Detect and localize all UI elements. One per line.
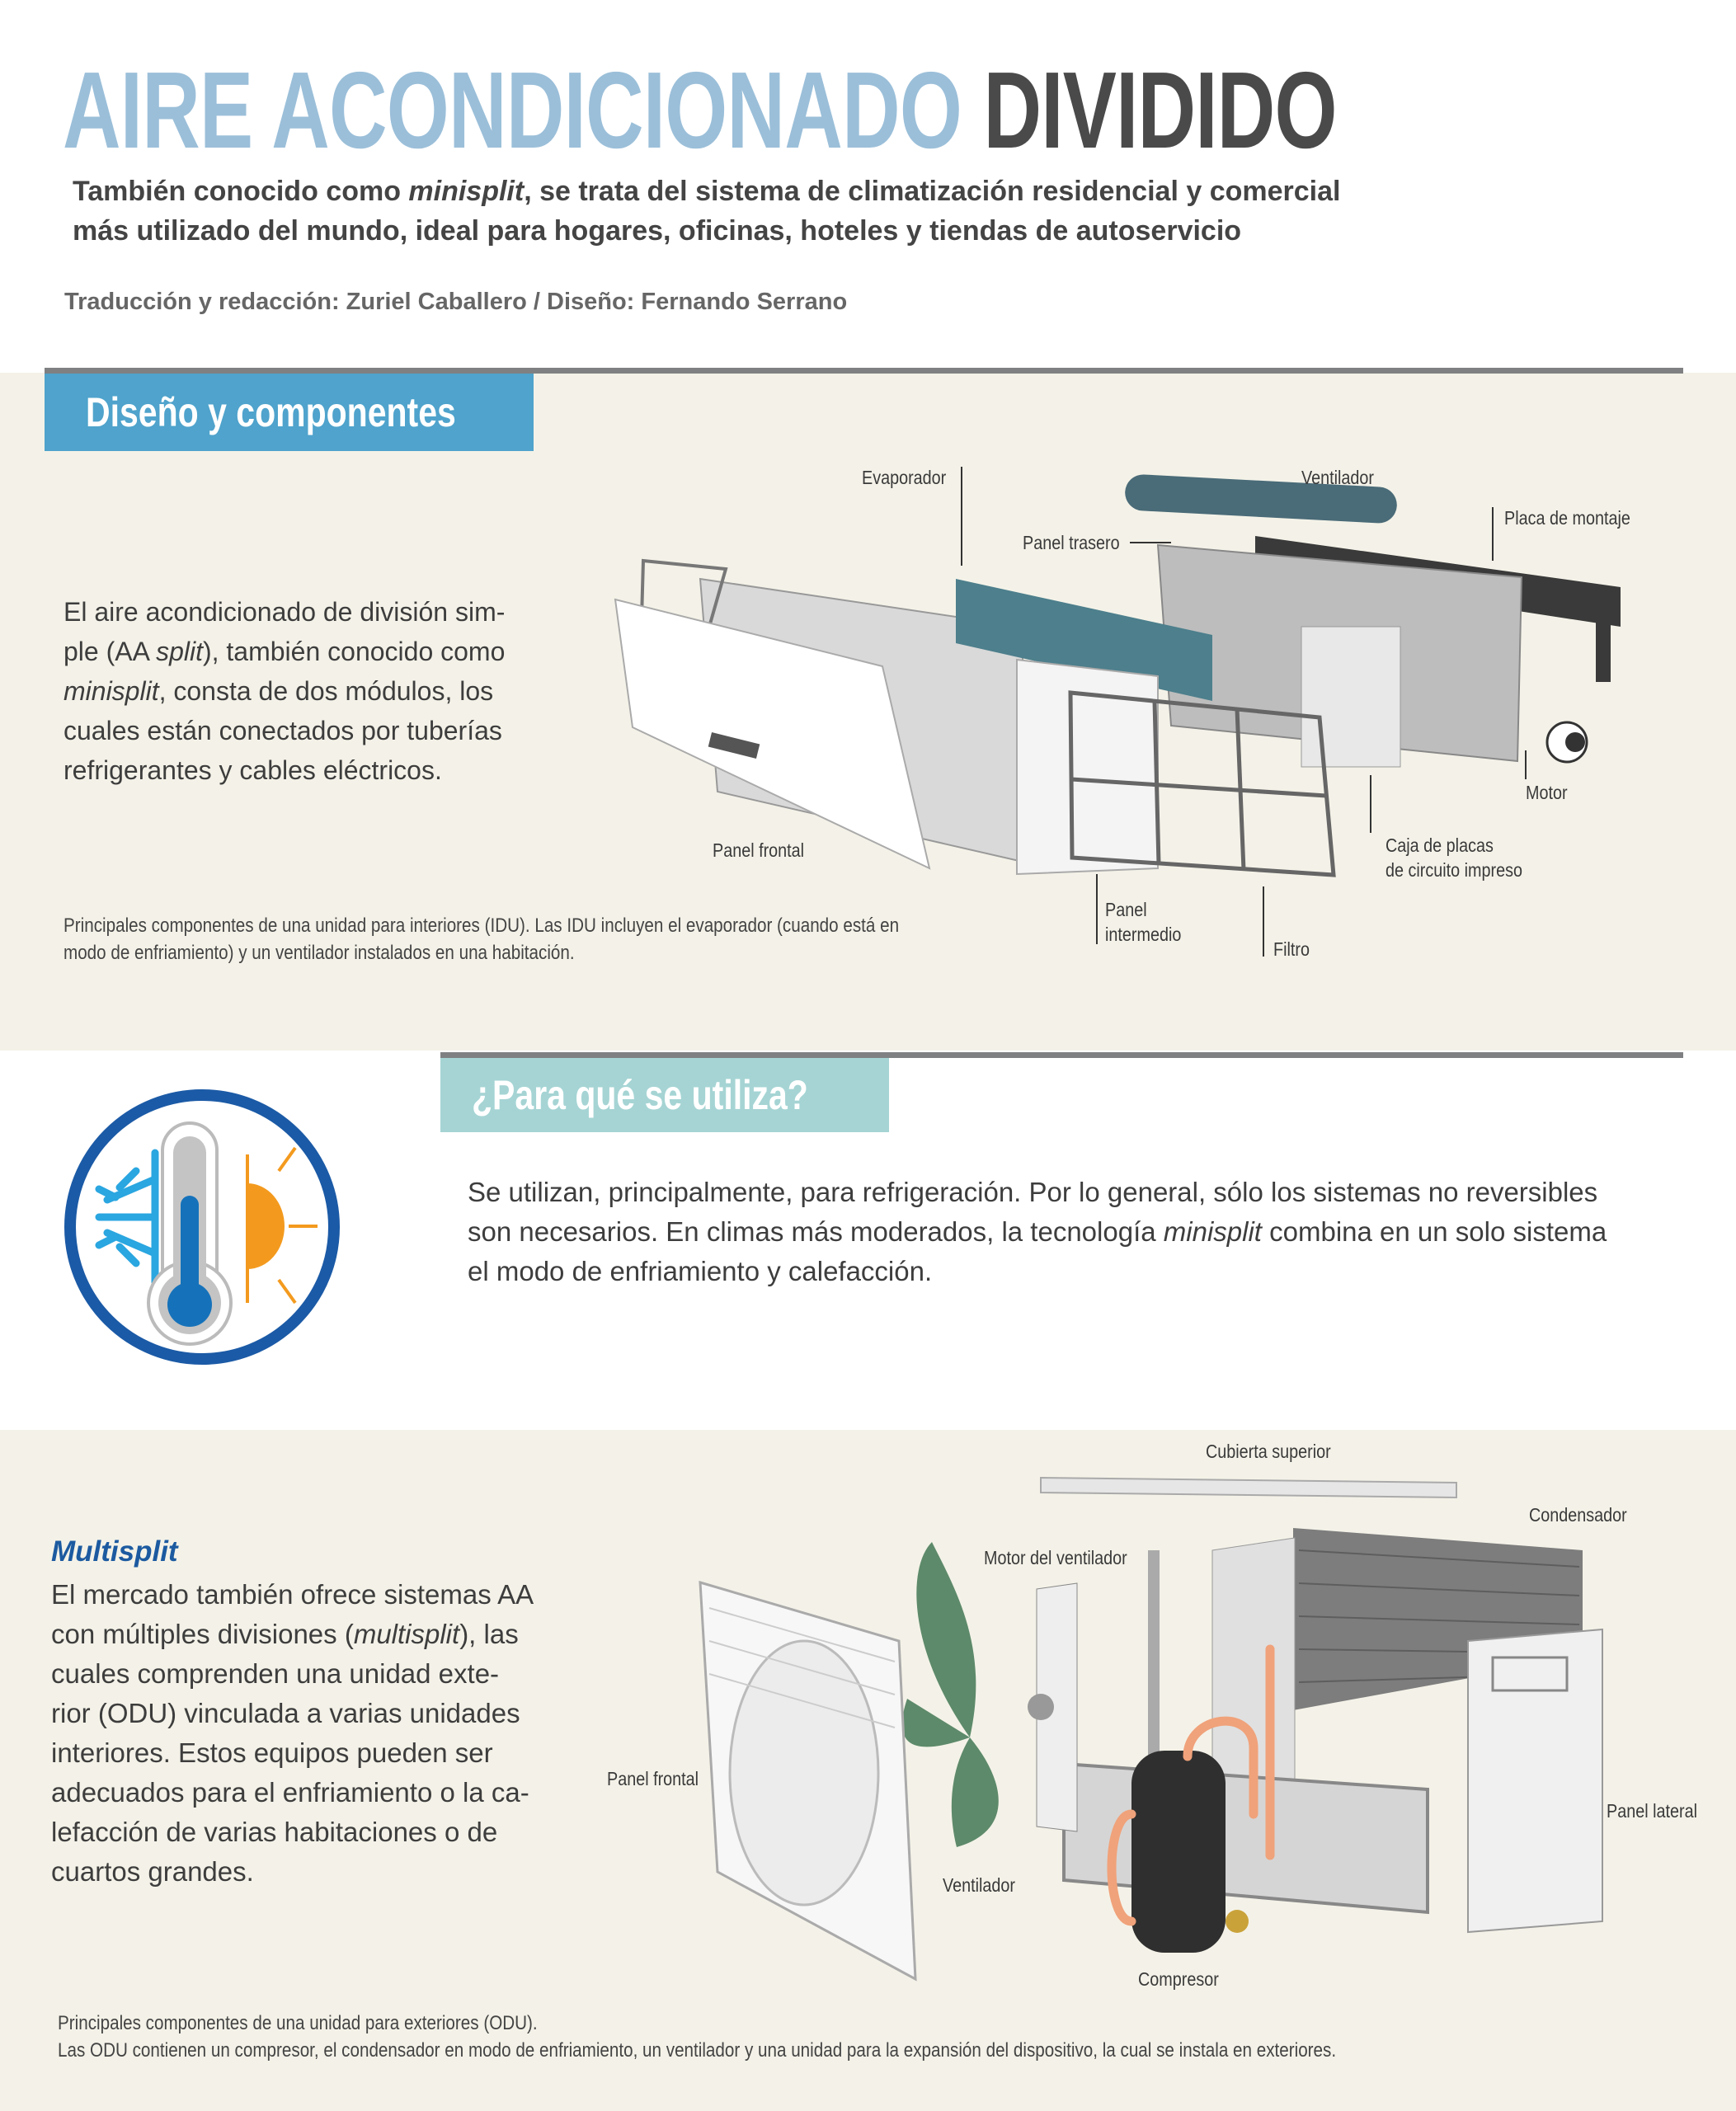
subtitle: También conocido como minisplit, se trat… xyxy=(73,176,1341,247)
multisplit-heading: Multisplit xyxy=(51,1535,178,1568)
label-cubierta-superior: Cubierta superior xyxy=(1206,1441,1331,1462)
label-evaporador: Evaporador xyxy=(862,467,947,488)
credits: Traducción y redacción: Zuriel Caballero… xyxy=(64,289,848,315)
indoor-caption: Principales componentes de una unidad pa… xyxy=(64,914,900,964)
label-filtro: Filtro xyxy=(1273,938,1310,960)
label-ventilador-odu: Ventilador xyxy=(943,1874,1015,1896)
section-heading-use: ¿Para qué se utiliza? xyxy=(440,1058,889,1132)
multisplit-paragraph: El mercado también ofrece sistemas AA co… xyxy=(51,1579,534,1887)
divider xyxy=(440,1052,1683,1058)
label-compresor: Compresor xyxy=(1138,1968,1219,1990)
page-title: AIRE ACONDICIONADO DIVIDIDO xyxy=(63,49,1338,171)
outdoor-caption: Principales componentes de una unidad pa… xyxy=(58,2012,1337,2062)
section-heading-design: Diseño y componentes xyxy=(45,374,534,451)
label-ventilador: Ventilador xyxy=(1301,467,1374,488)
divider xyxy=(45,368,1683,374)
label-panel-frontal-odu: Panel frontal xyxy=(607,1768,699,1789)
label-condensador: Condensador xyxy=(1529,1504,1627,1526)
label-placa-montaje: Placa de montaje xyxy=(1504,507,1630,529)
use-paragraph: Se utilizan, principalmente, para refrig… xyxy=(468,1177,1607,1286)
label-panel-frontal: Panel frontal xyxy=(713,839,805,861)
label-panel-trasero: Panel trasero xyxy=(1023,532,1120,553)
label-panel-lateral: Panel lateral xyxy=(1607,1800,1697,1822)
label-motor-ventilador: Motor del ventilador xyxy=(984,1547,1127,1568)
design-paragraph: El aire acondicionado de división sim- p… xyxy=(64,597,506,785)
label-motor: Motor xyxy=(1526,782,1568,803)
